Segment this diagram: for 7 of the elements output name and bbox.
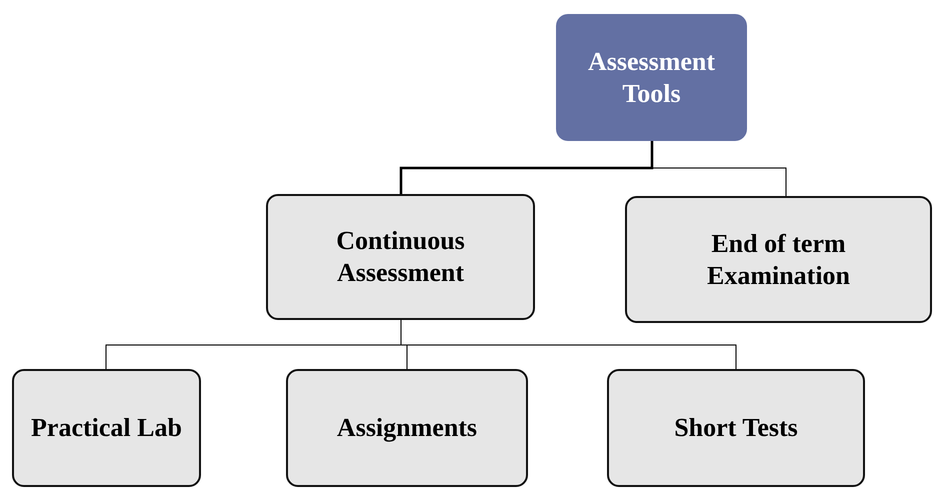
category-box: End of term Examination [625,196,932,323]
connector-line [400,141,654,194]
category-box: Assignments [286,369,528,487]
category-box: Short Tests [607,369,865,487]
root-box: Assessment Tools [556,14,747,141]
category-box: Continuous Assessment [266,194,535,320]
category-box: Practical Lab [12,369,201,487]
